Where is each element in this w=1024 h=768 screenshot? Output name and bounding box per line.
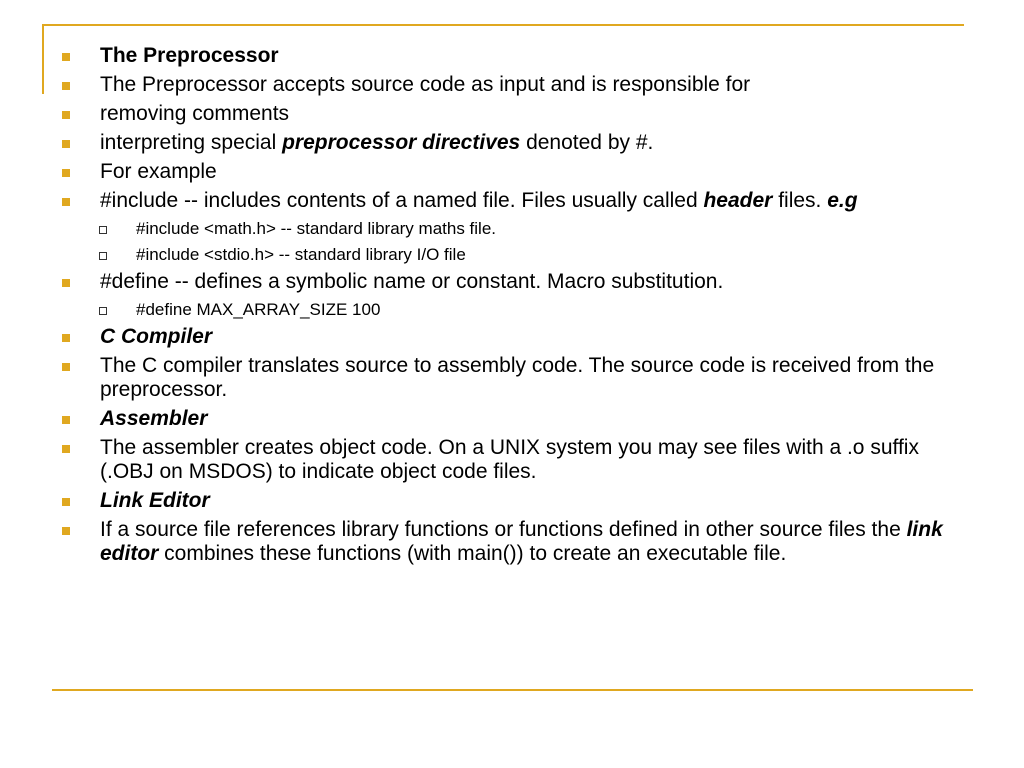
square-bullet-icon	[62, 169, 70, 177]
item-text: header	[703, 189, 773, 212]
list-item: The Preprocessor accepts source code as …	[62, 73, 962, 97]
square-bullet-icon	[62, 82, 70, 90]
square-bullet-icon	[62, 445, 70, 453]
item-text: If a source file references library func…	[100, 518, 907, 541]
item-text: The C compiler translates source to asse…	[100, 354, 935, 401]
item-text: removing comments	[100, 102, 290, 125]
square-bullet-icon	[62, 416, 70, 424]
list-item: C Compiler	[62, 325, 962, 349]
square-bullet-icon	[62, 198, 70, 206]
list-item: The assembler creates object code. On a …	[62, 436, 962, 484]
list-item: removing comments	[62, 102, 962, 126]
item-text: interpreting special	[100, 131, 283, 154]
item-text: preprocessor directives	[282, 131, 521, 154]
item-text: #define MAX_ARRAY_SIZE 100	[136, 300, 381, 319]
square-bullet-icon	[62, 363, 70, 371]
sub-list-item: #define MAX_ARRAY_SIZE 100	[62, 299, 962, 321]
bottom-divider	[52, 689, 973, 691]
square-bullet-icon	[62, 53, 70, 61]
sub-list-item: #include <math.h> -- standard library ma…	[62, 218, 962, 240]
item-text: C Compiler	[100, 325, 213, 348]
list-item: interpreting special preprocessor direct…	[62, 131, 962, 155]
item-text: #define -- defines a symbolic name or co…	[100, 270, 724, 293]
list-item: Assembler	[62, 407, 962, 431]
item-text: For example	[100, 160, 217, 183]
list-item: #define -- defines a symbolic name or co…	[62, 270, 962, 294]
item-text: combines these functions (with main()) t…	[158, 542, 787, 565]
square-bullet-icon	[62, 498, 70, 506]
item-text: denoted by #.	[520, 131, 654, 154]
item-text: files.	[772, 189, 828, 212]
hollow-square-bullet-icon	[99, 307, 107, 315]
list-item: If a source file references library func…	[62, 518, 962, 566]
item-text: The Preprocessor accepts source code as …	[100, 73, 751, 96]
item-text: #include <math.h> -- standard library ma…	[136, 219, 497, 238]
sub-list-item: #include <stdio.h> -- standard library I…	[62, 244, 962, 266]
item-text: Link Editor	[100, 489, 210, 512]
item-text: The Preprocessor	[100, 44, 279, 67]
top-divider	[42, 24, 964, 26]
list-item: Link Editor	[62, 489, 962, 513]
list-item: #include -- includes contents of a named…	[62, 189, 962, 213]
item-text: #include -- includes contents of a named…	[100, 189, 704, 212]
item-text: link editor	[100, 518, 943, 565]
square-bullet-icon	[62, 111, 70, 119]
list-item: The C compiler translates source to asse…	[62, 354, 962, 402]
square-bullet-icon	[62, 279, 70, 287]
list-item: For example	[62, 160, 962, 184]
hollow-square-bullet-icon	[99, 252, 107, 260]
item-text: The assembler creates object code. On a …	[100, 436, 919, 483]
square-bullet-icon	[62, 527, 70, 535]
item-text: Assembler	[100, 407, 208, 430]
hollow-square-bullet-icon	[99, 226, 107, 234]
left-divider	[42, 24, 44, 94]
square-bullet-icon	[62, 140, 70, 148]
square-bullet-icon	[62, 334, 70, 342]
list-item: The Preprocessor	[62, 44, 962, 68]
item-text: e.g	[827, 189, 858, 212]
item-text: #include <stdio.h> -- standard library I…	[136, 245, 466, 264]
